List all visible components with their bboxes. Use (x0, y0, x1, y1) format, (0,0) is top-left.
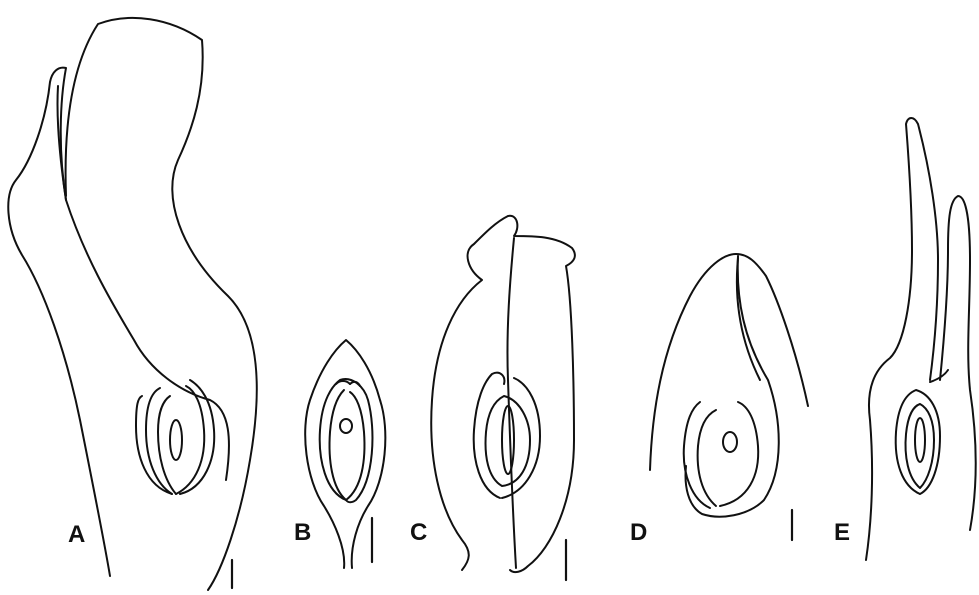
panel-c-integument-outer (474, 373, 505, 498)
panel-e-right-stalk (940, 196, 976, 530)
panel-a-integument-mid (158, 396, 176, 494)
panel-d-integument-right (720, 402, 758, 506)
panel-e-label: E (834, 519, 850, 546)
panel-a-outer-outline (8, 68, 229, 576)
panel-a-stalk (66, 18, 257, 590)
panel-b: B (294, 340, 385, 568)
panel-b-integument-2 (330, 390, 346, 500)
panel-e-left-stalk (866, 118, 938, 560)
panel-c: C (410, 216, 575, 580)
panel-e-integument-inner (906, 404, 934, 488)
panel-c-label: C (410, 519, 427, 546)
panel-e-embryo-sac (915, 418, 925, 462)
panel-d-outer-outline (650, 254, 808, 470)
panel-a: A (8, 18, 256, 590)
panel-b-integument-3 (346, 392, 364, 500)
panel-e: E (834, 118, 976, 560)
panel-c-embryo-sac (502, 406, 514, 474)
panel-b-embryo-sac (340, 419, 352, 433)
panel-d-label: D (630, 519, 647, 546)
panel-c-integument-inner (486, 396, 530, 486)
panel-b-label: B (294, 519, 311, 546)
panel-e-base-curve (930, 370, 948, 382)
panel-d-embryo-sac (723, 432, 737, 452)
panel-a-label: A (68, 521, 85, 548)
panel-c-outer-outline (431, 216, 575, 572)
panel-d-integument-mid (698, 410, 716, 506)
panel-c-center-seam (507, 238, 516, 568)
panel-d-inner-left (737, 258, 760, 380)
panel-a-integument-right-1 (176, 386, 204, 494)
panel-b-micropyle-left (336, 381, 350, 384)
panel-d: D (630, 254, 808, 546)
panel-b-micropyle-right (350, 382, 360, 386)
panel-b-outer-outline (305, 340, 385, 568)
panel-a-embryo-sac (170, 420, 182, 460)
